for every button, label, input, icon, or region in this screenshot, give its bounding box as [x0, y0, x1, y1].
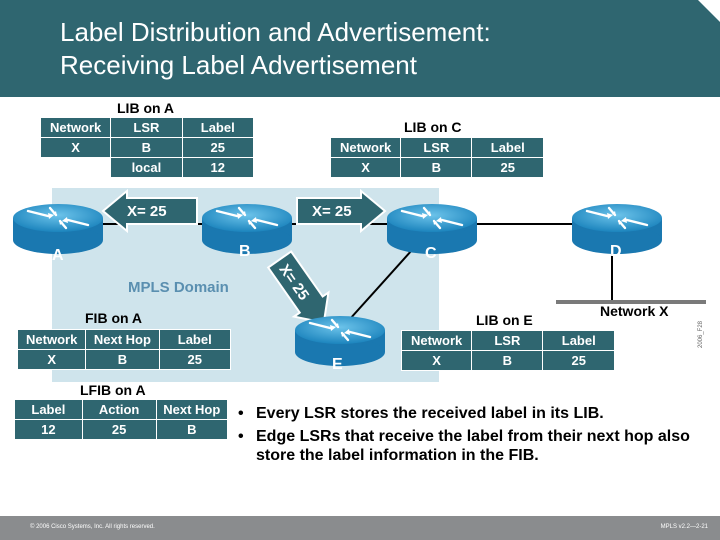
router-e: E [293, 314, 387, 373]
table-cell: X [16, 349, 87, 370]
table-cell: 25 [81, 419, 157, 440]
router-e-label: E [332, 356, 343, 373]
router-c-label: C [425, 245, 437, 262]
lib-a-header-network: Network [39, 117, 112, 138]
lib-a-table: Network LSR Label X B 25 local 12 [39, 117, 255, 178]
network-x-label: Network X [600, 303, 669, 319]
slide-title-line-2: Receiving Label Advertisement [60, 50, 417, 80]
footer-bar: © 2006 Cisco Systems, Inc. All rights re… [0, 516, 720, 540]
fib-a-title: FIB on A [85, 310, 143, 326]
lib-c-header-label: Label [471, 137, 544, 158]
table-cell: 25 [181, 137, 255, 158]
figure-id: 2006_F28 [698, 320, 704, 348]
bullet-text: Edge LSRs that receive the label from th… [256, 428, 690, 464]
fib-a-header-network: Network [16, 329, 87, 350]
table-cell: B [110, 137, 183, 158]
table-cell: 25 [542, 350, 615, 371]
table-cell: B [85, 349, 160, 370]
table-row: X B 25 [329, 157, 544, 178]
lfib-a-header-next-hop: Next Hop [155, 399, 229, 420]
table-cell: X [400, 350, 473, 371]
router-d-label: D [610, 243, 622, 260]
table-row: X B 25 [16, 349, 231, 370]
lfib-a-title: LFIB on A [80, 382, 146, 398]
router-b-label: B [239, 243, 251, 260]
title-bar: Label Distribution and Advertisement: Re… [0, 0, 720, 97]
bullet-dot-icon: • [238, 405, 244, 422]
lib-e-title: LIB on E [476, 312, 533, 328]
lib-a-header-lsr: LSR [110, 117, 183, 138]
lib-c-header-lsr: LSR [400, 137, 473, 158]
advert-arrow-c-to-b: X= 25 [296, 188, 387, 234]
title-corner-notch [698, 0, 720, 22]
advert-arrow-b-to-a: X= 25 [101, 188, 198, 234]
table-cell: B [155, 419, 229, 440]
router-c: C [385, 202, 479, 262]
advert-label-c-to-b: X= 25 [312, 203, 352, 220]
router-a: A [11, 202, 105, 264]
bullet-list: • Every LSR stores the received label in… [238, 404, 708, 469]
footer-version: MPLS v2.2—2-21 [660, 524, 708, 530]
table-cell: X [329, 157, 402, 178]
fib-a-header-next-hop: Next Hop [85, 329, 160, 350]
table-cell: B [471, 350, 544, 371]
table-cell: 12 [14, 419, 83, 440]
lib-c-title: LIB on C [404, 119, 462, 135]
table-cell: 25 [158, 349, 231, 370]
fib-a-header-label: Label [158, 329, 231, 350]
table-cell: X [39, 137, 112, 158]
lfib-a-table: Label Action Next Hop 12 25 B [14, 399, 229, 440]
lib-a-header-label: Label [181, 117, 255, 138]
bullet-item: • Every LSR stores the received label in… [238, 404, 708, 423]
slide-title-line-1: Label Distribution and Advertisement: [60, 17, 491, 47]
lib-c-table: Network LSR Label X B 25 [329, 137, 544, 178]
table-row: 12 25 B [14, 419, 229, 440]
lib-e-header-lsr: LSR [471, 330, 544, 351]
table-row: X B 25 [39, 137, 255, 158]
table-cell: 12 [181, 157, 255, 178]
mpls-domain-label: MPLS Domain [128, 279, 229, 296]
router-d: D [570, 202, 664, 260]
footer-copyright: © 2006 Cisco Systems, Inc. All rights re… [30, 524, 155, 530]
table-cell: local [110, 157, 183, 178]
bullet-text: Every LSR stores the received label in i… [256, 405, 604, 422]
lib-e-table: Network LSR Label X B 25 [400, 330, 615, 371]
router-a-label: A [52, 247, 64, 264]
lib-c-header-network: Network [329, 137, 402, 158]
bullet-item: • Edge LSRs that receive the label from … [238, 427, 708, 465]
fib-a-table: Network Next Hop Label X B 25 [16, 329, 231, 370]
table-cell: 25 [471, 157, 544, 178]
table-cell: B [400, 157, 473, 178]
lib-e-header-label: Label [542, 330, 615, 351]
table-row: X B 25 [400, 350, 615, 371]
advert-label-b-to-a: X= 25 [127, 203, 167, 220]
router-b: B [200, 202, 294, 260]
bullet-dot-icon: • [238, 428, 244, 445]
table-row: local 12 [41, 157, 255, 178]
lib-e-header-network: Network [400, 330, 473, 351]
lib-a-title: LIB on A [117, 100, 175, 116]
